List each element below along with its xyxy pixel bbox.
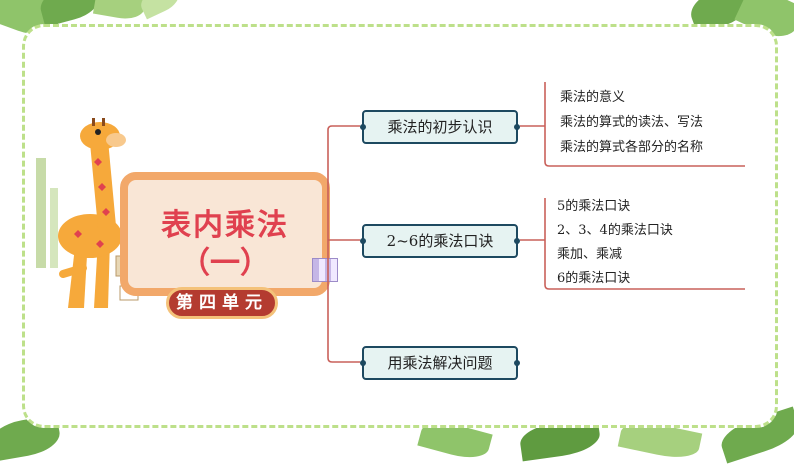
node-label: 用乘法解决问题 [387, 354, 493, 372]
node-label: 2~6的乘法口诀 [386, 232, 494, 250]
list-item: 6的乘法口诀 [557, 271, 631, 286]
checkered-note-icon [312, 258, 338, 282]
unit-badge: 第四单元 [166, 287, 278, 319]
connector-lines [327, 82, 745, 363]
node-multiplication-intro: 乘法的初步认识 [360, 110, 520, 144]
list-multiplication-table: 5的乘法口诀 2、3、4的乘法口诀 乘加、乘减 6的乘法口诀 [557, 195, 673, 291]
list-item: 乘加、乘减 [557, 247, 623, 262]
list-item: 乘法的意义 [560, 90, 626, 105]
title-board: 表内乘法 （一） [120, 172, 330, 296]
node-multiplication-table: 2~6的乘法口诀 [360, 224, 520, 258]
list-item: 2、3、4的乘法口诀 [557, 223, 673, 238]
list-item: 5的乘法口诀 [557, 199, 631, 214]
title-main: 表内乘法 [161, 208, 289, 243]
list-item: 乘法的算式各部分的名称 [560, 140, 704, 155]
node-word-problems: 用乘法解决问题 [360, 346, 520, 380]
giraffe-illustration [36, 118, 147, 308]
list-item: 乘法的算式的读法、写法 [560, 115, 704, 130]
node-label: 乘法的初步认识 [387, 118, 493, 136]
list-multiplication-intro: 乘法的意义 乘法的算式的读法、写法 乘法的算式各部分的名称 [560, 85, 703, 160]
title-sub: （一） [180, 246, 270, 281]
